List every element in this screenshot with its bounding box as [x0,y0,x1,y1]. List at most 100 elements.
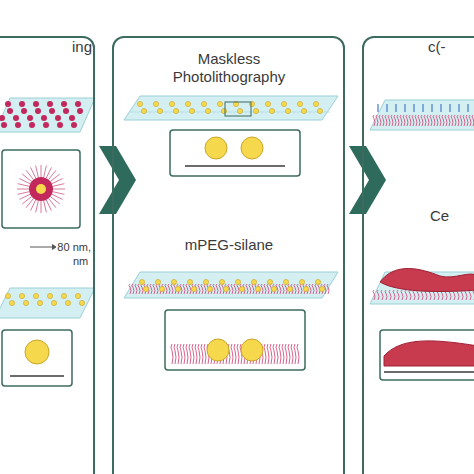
particle-dot [43,122,49,128]
gold-dot [239,286,244,291]
gold-dot [9,300,14,305]
gold-dot [159,286,164,291]
polymer-strand [409,290,411,300]
gold-dot [313,101,318,106]
cell-detail [384,341,474,366]
peptide-strand [458,104,459,112]
polymer-strand [279,344,281,364]
polymer-strand [186,344,188,364]
polymer-strand [168,284,170,294]
gold-dot [317,108,322,113]
polymer-strand [219,284,221,294]
polymer-shell [53,192,65,195]
step-title: mPEG-silane [163,236,295,254]
gold-dot [283,279,288,284]
polymer-strand [192,344,194,364]
gold-dot [255,286,260,291]
gold-dot [189,108,194,113]
particle-dot [19,101,25,107]
polymer-strand [183,284,185,294]
glass-slide [124,272,338,298]
polymer-strand [391,115,393,126]
gold-dot [281,101,286,106]
particle-dot [61,101,67,107]
polymer-shell [36,201,39,213]
polymer-strand [465,290,467,300]
gold-dot [285,108,290,113]
gold-dot [207,286,212,291]
peptide-strand [386,104,387,112]
zoom-box [165,310,305,370]
polymer-strand [291,344,293,364]
polymer-strand [270,344,272,364]
gold-core [29,177,53,201]
chevron-shape [99,146,136,214]
gold-dot [137,101,142,106]
polymer-shell [31,167,36,178]
gold-particle [241,339,263,361]
polymer-strand [297,284,299,294]
gold-dot [203,279,208,284]
gold-dot [79,300,84,305]
polymer-strand [261,284,263,294]
gold-dot [205,108,210,113]
gold-dot [315,279,320,284]
polymer-strand [373,115,375,126]
peptide-strand [422,104,423,112]
gold-dot [185,101,190,106]
polymer-strand [466,115,468,126]
particle-dot [29,122,35,128]
zoom-box [2,150,80,228]
gold-dot [269,108,274,113]
polymer-strand [282,284,284,294]
gold-dot [299,279,304,284]
gold-dot [221,108,226,113]
polymer-strand [285,284,287,294]
polymer-strand [376,115,378,126]
gold-dot [287,286,292,291]
gold-dot [5,293,10,298]
gold-dot [37,300,42,305]
step-title: Ce [430,207,470,225]
polymer-strand [436,115,438,126]
gold-dot [61,293,66,298]
polymer-strand [138,284,140,294]
glass-slide [370,100,474,130]
particle-dot [63,108,69,114]
polymer-strand [204,344,206,364]
polymer-strand [385,115,387,126]
gold-dot [235,279,240,284]
gold-dot [265,101,270,106]
zoom-box [380,330,474,380]
particle-dot [1,122,7,128]
polymer-strand [445,115,447,126]
process-chevron [99,146,136,214]
gold-particle [207,339,229,361]
zoom-marker [225,102,251,116]
polymer-strand [177,344,179,364]
polymer-strand [174,344,176,364]
particle-dot [7,108,13,114]
polymer-strand [312,284,314,294]
polymer-strand [150,284,152,294]
peptide-strand [440,104,441,112]
gold-dot [51,300,56,305]
substrate-line [384,371,474,373]
peptide-strand [377,104,378,112]
polymer-shell [18,184,30,187]
dimension-arrow [30,247,52,248]
polymer-shell [36,166,39,178]
polymer-strand [400,115,402,126]
particle-dot [5,101,11,107]
polymer-shell [19,194,30,199]
polymer-strand [469,115,471,126]
gold-dot [267,279,272,284]
polymer-strand [406,115,408,126]
gold-dot [169,101,174,106]
polymer-strand [171,344,173,364]
polymer-strand [216,284,218,294]
polymer-strand [472,115,474,126]
polymer-strand [394,115,396,126]
polymer-strand [231,284,233,294]
polymer-strand [252,284,254,294]
